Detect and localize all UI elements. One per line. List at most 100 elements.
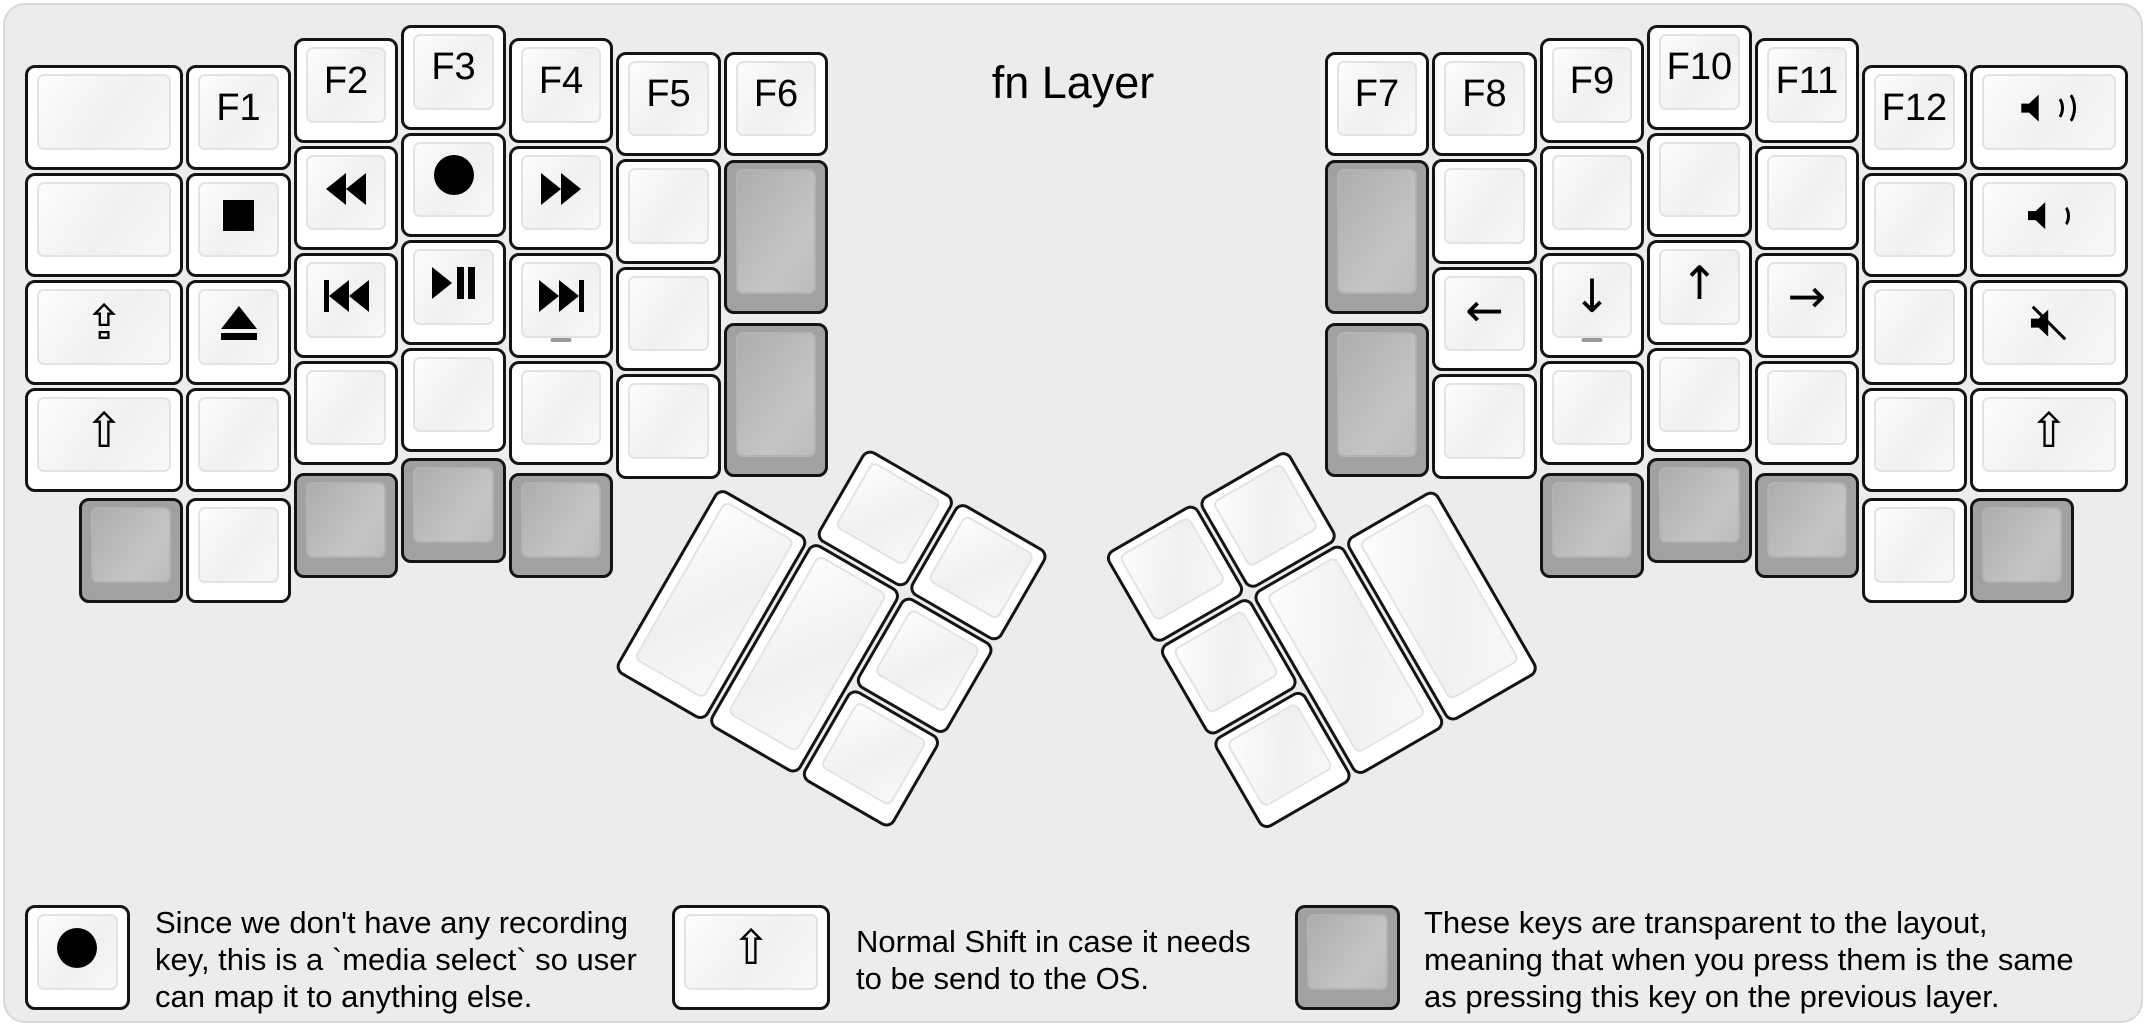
key-blank[interactable] <box>508 360 614 466</box>
key-blank[interactable] <box>1862 498 1967 603</box>
key-blank[interactable] <box>186 387 291 493</box>
key-blank[interactable] <box>1754 360 1860 466</box>
keycap-top <box>735 331 817 457</box>
key-eject[interactable] <box>186 280 291 385</box>
keycap-top: F7 <box>1336 60 1418 137</box>
key-transparent[interactable] <box>78 498 184 603</box>
keycap-top <box>1551 369 1633 446</box>
key-shift[interactable]: ⇧ <box>672 905 831 1010</box>
key-arrow-left[interactable]: ← <box>1432 266 1537 372</box>
key-blank[interactable] <box>1647 132 1752 237</box>
keycap-top <box>305 154 387 231</box>
keycap-top <box>413 141 494 217</box>
key-mute[interactable] <box>1969 280 2128 385</box>
keycap-top <box>735 169 817 295</box>
key-next-track[interactable] <box>508 253 614 358</box>
key-volume-down[interactable] <box>1969 172 2128 278</box>
key-f9[interactable]: F9 <box>1539 38 1645 143</box>
key-blank[interactable] <box>1754 145 1860 251</box>
key-f12[interactable]: F12 <box>1862 65 1967 170</box>
key-blank[interactable] <box>401 347 506 452</box>
key-f5[interactable]: F5 <box>616 51 721 157</box>
keycap-top: F5 <box>628 60 709 137</box>
key-blank[interactable] <box>25 65 184 170</box>
key-blank[interactable] <box>1862 387 1967 493</box>
keycap-top <box>1659 141 1740 217</box>
key-transparent[interactable] <box>723 322 829 477</box>
key-caps-lock[interactable]: ⇪ <box>25 280 184 385</box>
key-f1[interactable]: F1 <box>186 65 291 170</box>
key-label: F8 <box>1462 73 1507 116</box>
key-arrow-right[interactable]: → <box>1754 253 1860 358</box>
keycap-top <box>628 168 709 244</box>
keycap-top: ⇪ <box>37 289 172 365</box>
key-f7[interactable]: F7 <box>1324 51 1430 157</box>
key-blank[interactable] <box>1432 374 1537 479</box>
caps-lock-icon: ⇪ <box>84 295 125 352</box>
key-blank[interactable] <box>1539 145 1645 251</box>
key-transparent[interactable] <box>723 160 829 315</box>
keycap-top <box>305 482 387 558</box>
shift-icon: ⇧ <box>731 919 772 976</box>
key-play-pause[interactable] <box>401 240 506 345</box>
keycap-top: ← <box>1444 275 1525 352</box>
keycap-top <box>1981 289 2116 365</box>
keycap-top <box>1659 356 1740 432</box>
key-blank[interactable] <box>616 374 721 479</box>
arrow-left-icon: ← <box>1465 282 1504 337</box>
volume-down-icon <box>2027 201 2070 231</box>
key-f8[interactable]: F8 <box>1432 51 1537 157</box>
keycap-top <box>628 275 709 352</box>
keycap-top <box>1874 289 1955 365</box>
key-transparent[interactable] <box>1969 498 2075 603</box>
key-label: F10 <box>1666 46 1733 89</box>
key-f10[interactable]: F10 <box>1647 25 1752 130</box>
key-transparent[interactable] <box>1754 473 1860 578</box>
key-f11[interactable]: F11 <box>1754 38 1860 143</box>
key-blank[interactable] <box>293 360 399 466</box>
key-transparent[interactable] <box>1295 905 1400 1010</box>
key-transparent[interactable] <box>1539 473 1645 578</box>
key-transparent[interactable] <box>1324 160 1430 315</box>
key-blank[interactable] <box>1862 280 1967 385</box>
key-shift[interactable]: ⇧ <box>25 387 184 493</box>
key-blank[interactable] <box>25 172 184 278</box>
key-blank[interactable] <box>1647 347 1752 452</box>
keycap-top <box>1766 482 1848 558</box>
key-stop[interactable] <box>186 172 291 278</box>
fast-forward-icon <box>541 172 581 205</box>
keycap-top: ⇧ <box>1981 396 2116 473</box>
prev-track-icon <box>323 280 369 313</box>
key-transparent[interactable] <box>1647 458 1752 563</box>
key-transparent[interactable] <box>293 473 399 578</box>
key-prev-track[interactable] <box>293 253 399 358</box>
key-record[interactable] <box>25 905 130 1010</box>
key-f3[interactable]: F3 <box>401 25 506 130</box>
key-blank[interactable] <box>1432 159 1537 264</box>
key-blank[interactable] <box>186 498 291 603</box>
key-rewind[interactable] <box>293 145 399 251</box>
key-blank[interactable] <box>1862 172 1967 278</box>
keycap-top <box>1981 74 2116 150</box>
shift-icon: ⇧ <box>84 402 125 459</box>
key-arrow-up[interactable]: ↑ <box>1647 240 1752 345</box>
key-f2[interactable]: F2 <box>293 38 399 143</box>
key-f4[interactable]: F4 <box>508 38 614 143</box>
key-shift[interactable]: ⇧ <box>1969 387 2128 493</box>
key-blank[interactable] <box>616 266 721 372</box>
keycap-top <box>1336 169 1418 295</box>
key-transparent[interactable] <box>508 473 614 578</box>
key-fast-forward[interactable] <box>508 145 614 251</box>
key-transparent[interactable] <box>1324 322 1430 477</box>
key-transparent[interactable] <box>401 458 506 563</box>
keycap-top: F1 <box>198 74 279 150</box>
key-f6[interactable]: F6 <box>723 51 829 157</box>
key-volume-up[interactable] <box>1969 65 2128 170</box>
keycap-top <box>198 289 279 365</box>
key-blank[interactable] <box>1539 360 1645 466</box>
key-arrow-down[interactable]: ↓ <box>1539 253 1645 358</box>
key-record[interactable] <box>401 132 506 237</box>
key-blank[interactable] <box>616 159 721 264</box>
keycap-top <box>520 262 602 338</box>
